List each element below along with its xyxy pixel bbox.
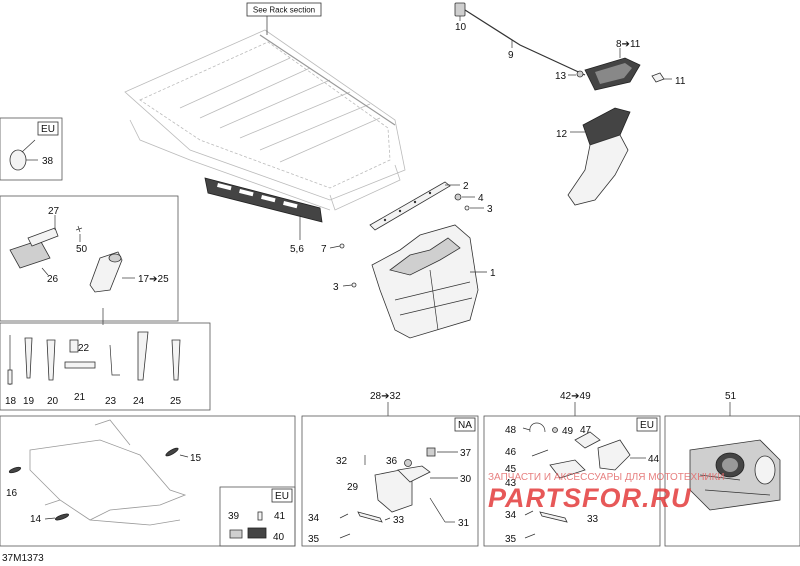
callout-17-25: 17➔25 <box>138 274 169 285</box>
callout-32: 32 <box>336 456 348 467</box>
callout-40: 40 <box>273 532 285 543</box>
callout-39: 39 <box>228 511 240 522</box>
callout-14: 14 <box>30 514 42 525</box>
mirror-box: EU <box>0 117 63 181</box>
nut-4 <box>454 193 475 201</box>
taillight-harness <box>454 2 586 76</box>
hitch-eu-box: EU <box>483 415 661 547</box>
callout-3-top: 3 <box>487 204 493 215</box>
callout-31: 31 <box>458 518 470 529</box>
callout-22: 22 <box>78 343 90 354</box>
bracket-strip <box>369 181 460 231</box>
winch-box <box>664 415 800 547</box>
callout-10: 10 <box>455 22 467 33</box>
callout-35-na: 35 <box>308 534 320 545</box>
callout-34-na: 34 <box>308 513 320 524</box>
callout-42-49: 42➔49 <box>560 391 591 402</box>
callout-29: 29 <box>347 482 359 493</box>
screw-3-bottom <box>342 282 357 288</box>
rack-assembly <box>124 29 406 211</box>
callout-25: 25 <box>170 396 182 407</box>
reflector-strip <box>204 177 323 240</box>
watermark-tagline: ЗАПЧАСТИ И АКСЕССУАРЫ ДЛЯ МОТОТЕХНИКИ <box>488 472 725 483</box>
hitch-na-box: NA <box>301 415 479 547</box>
watermark-brand: PARTSFOR.RU <box>488 483 692 513</box>
callout-47: 47 <box>580 425 592 436</box>
callout-44: 44 <box>648 454 660 465</box>
callout-36: 36 <box>386 456 398 467</box>
callout-38: 38 <box>42 156 54 167</box>
callout-3-bottom: 3 <box>333 282 339 293</box>
bulb-11 <box>651 72 672 83</box>
screw-3-top <box>464 205 484 211</box>
callout-43: 43 <box>505 478 517 489</box>
callout-35-eu: 35 <box>505 534 517 545</box>
callout-4: 4 <box>478 193 484 204</box>
callout-48: 48 <box>505 425 517 436</box>
callout-45: 45 <box>505 464 517 475</box>
grommet-13 <box>568 70 584 78</box>
callout-15: 15 <box>190 453 202 464</box>
callout-27: 27 <box>48 206 60 217</box>
callout-26: 26 <box>47 274 59 285</box>
eu-tag-reflectors: EU <box>275 491 289 502</box>
screw-7 <box>329 243 345 249</box>
callout-46: 46 <box>505 447 517 458</box>
callout-9: 9 <box>508 50 514 61</box>
callout-20: 20 <box>47 396 59 407</box>
callout-41: 41 <box>274 511 286 522</box>
rack-note: See Rack section <box>246 2 322 35</box>
snowmobile-box: EU <box>0 415 296 547</box>
callout-33-na: 33 <box>393 515 405 526</box>
callout-12: 12 <box>556 129 568 140</box>
callout-7: 7 <box>321 244 327 255</box>
callout-28-32: 28➔32 <box>370 391 401 402</box>
callout-30: 30 <box>460 474 472 485</box>
callout-16: 16 <box>6 488 18 499</box>
callout-11: 11 <box>675 76 686 87</box>
callout-8-11: 8➔11 <box>616 39 641 50</box>
watermark: ЗАПЧАСТИ И АКСЕССУАРЫ ДЛЯ МОТОТЕХНИКИ PA… <box>488 472 725 513</box>
callout-19: 19 <box>23 396 35 407</box>
diagram-code: 37M1373 <box>2 553 44 564</box>
snow-flap <box>371 224 487 339</box>
callout-34-eu: 34 <box>505 510 517 521</box>
na-tag-hitch: NA <box>458 420 472 431</box>
eu-tag-mirror: EU <box>41 124 55 135</box>
callout-2: 2 <box>463 181 469 192</box>
callout-18: 18 <box>5 396 17 407</box>
callout-50: 50 <box>76 244 88 255</box>
callout-37: 37 <box>460 448 472 459</box>
tools-box <box>0 322 211 411</box>
callout-33-eu: 33 <box>587 514 599 525</box>
callout-13: 13 <box>555 71 567 82</box>
callout-24: 24 <box>133 396 145 407</box>
callout-5-6: 5,6 <box>290 244 304 255</box>
lamp-housing-12 <box>567 107 631 206</box>
callout-21: 21 <box>74 392 86 403</box>
toolkit-box <box>0 195 179 322</box>
tail-lamp <box>584 48 641 91</box>
callout-23: 23 <box>105 396 117 407</box>
callout-49: 49 <box>562 426 574 437</box>
eu-tag-hitch: EU <box>640 420 654 431</box>
rack-note-label: See Rack section <box>253 6 315 15</box>
callout-1: 1 <box>490 268 496 279</box>
callout-51: 51 <box>725 391 737 402</box>
